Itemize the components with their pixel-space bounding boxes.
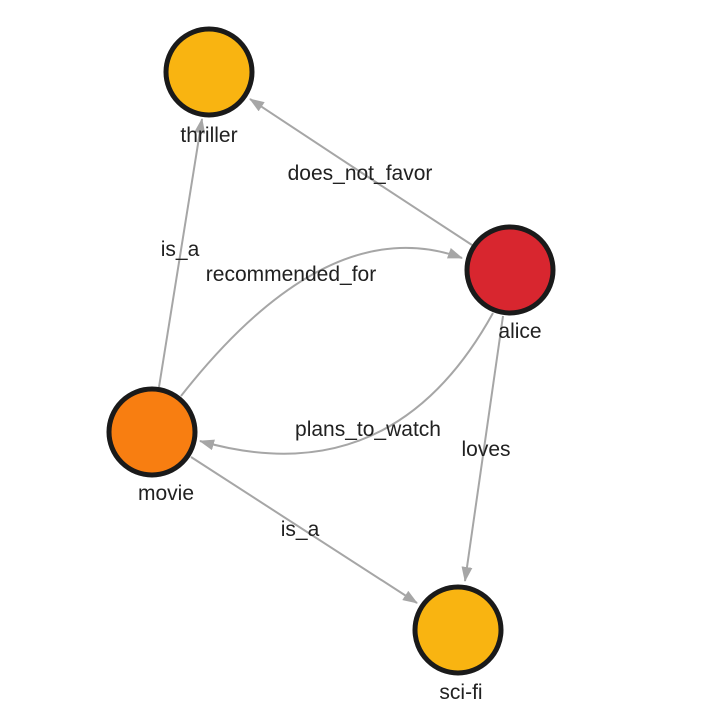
node-label-sci-fi: sci-fi	[439, 681, 482, 704]
edge-label-loves: loves	[461, 438, 510, 461]
edge-label-is_a: is_a	[161, 238, 200, 261]
node-movie[interactable]	[106, 386, 198, 478]
node-label-alice: alice	[498, 320, 541, 343]
edge-alice-plans_to_watch-movie	[199, 312, 494, 455]
node-sci-fi[interactable]	[412, 584, 504, 676]
edge-movie-recommended_for-alice	[180, 246, 463, 397]
edge-alice-does_not_favor-thriller	[249, 98, 473, 246]
node-alice[interactable]	[464, 224, 556, 316]
edge-movie-is_a-sci-fi	[190, 456, 418, 604]
edge-alice-loves-sci-fi	[461, 315, 504, 582]
edge-movie-is_a-thriller	[158, 118, 206, 388]
node-thriller[interactable]	[163, 26, 255, 118]
edge-label-is_a: is_a	[281, 518, 320, 541]
node-label-thriller: thriller	[180, 124, 237, 147]
node-label-movie: movie	[138, 482, 194, 505]
edge-label-recommended_for: recommended_for	[206, 263, 376, 286]
edge-label-does_not_favor: does_not_favor	[288, 162, 433, 185]
edge-label-plans_to_watch: plans_to_watch	[295, 418, 441, 441]
